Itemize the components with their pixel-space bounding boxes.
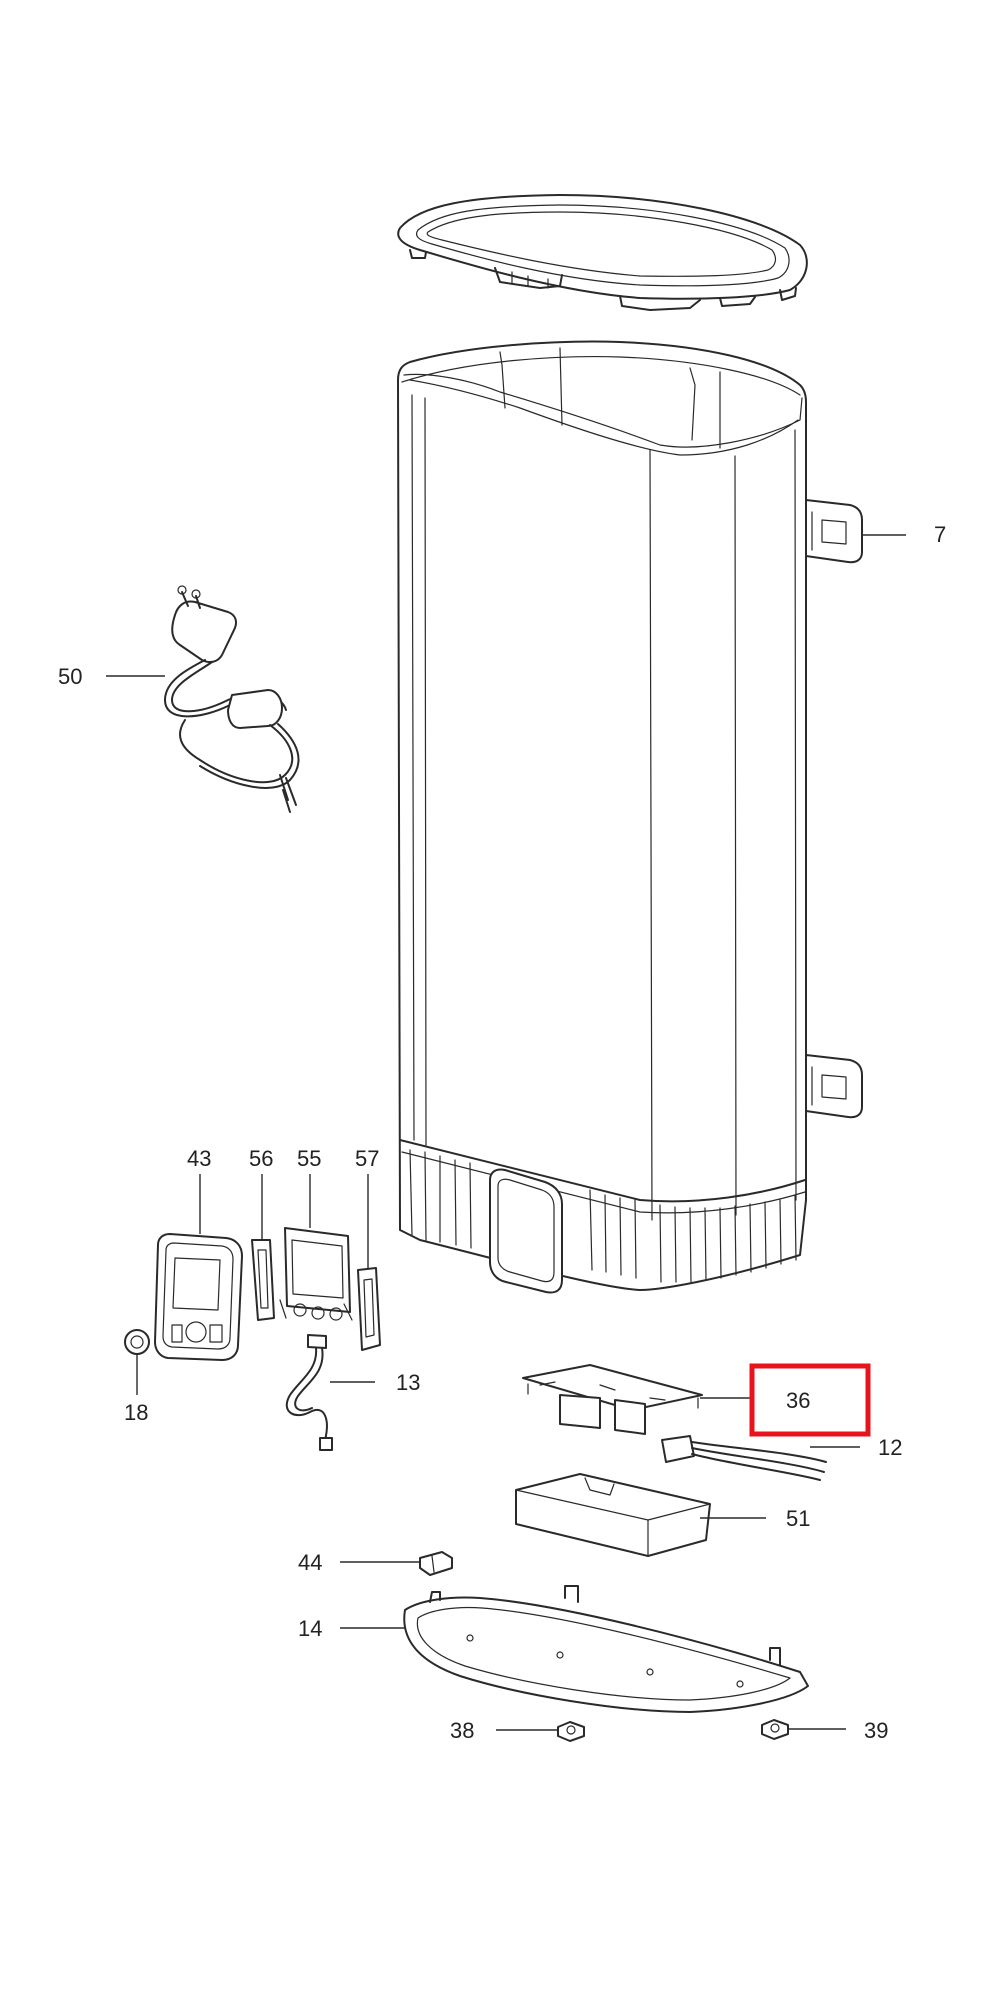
nut-39 (761, 1719, 789, 1740)
callout-38: 38 (450, 1718, 474, 1743)
electronic-board-55 (279, 1227, 353, 1321)
power-board-36 (522, 1364, 703, 1435)
callout-7: 7 (934, 522, 946, 547)
cover-tray-51 (515, 1473, 711, 1557)
leader-lines (106, 534, 906, 1731)
callout-43: 43 (187, 1146, 211, 1171)
wall-bracket-upper (805, 499, 863, 564)
callout-56: 56 (249, 1146, 273, 1171)
callout-44: 44 (298, 1550, 322, 1575)
callout-labels: 7 50 43 56 55 57 18 13 36 12 51 44 14 38… (58, 522, 946, 1743)
nut-38 (557, 1721, 585, 1742)
callout-50: 50 (58, 664, 82, 689)
callout-18: 18 (124, 1400, 148, 1425)
bottom-flange-14 (403, 1585, 809, 1713)
highlight-box-36 (749, 1363, 871, 1437)
panel-gasket-56 (251, 1239, 275, 1321)
wiring-harness-13 (285, 1334, 333, 1451)
wall-bracket-lower (805, 1054, 863, 1119)
display-panel (154, 1233, 243, 1361)
callout-51: 51 (786, 1506, 810, 1531)
callout-57: 57 (355, 1146, 379, 1171)
callout-12: 12 (878, 1435, 902, 1460)
power-cord (164, 585, 300, 813)
callout-39: 39 (864, 1718, 888, 1743)
callout-13: 13 (396, 1370, 420, 1395)
clip-44 (419, 1551, 453, 1576)
panel-gasket-57 (357, 1267, 381, 1351)
top-cover (397, 194, 808, 311)
callout-36: 36 (786, 1388, 810, 1413)
cable-12 (661, 1435, 827, 1481)
callout-14: 14 (298, 1616, 322, 1641)
tank-body (397, 340, 807, 1294)
callout-55: 55 (297, 1146, 321, 1171)
knob-18 (124, 1329, 150, 1355)
